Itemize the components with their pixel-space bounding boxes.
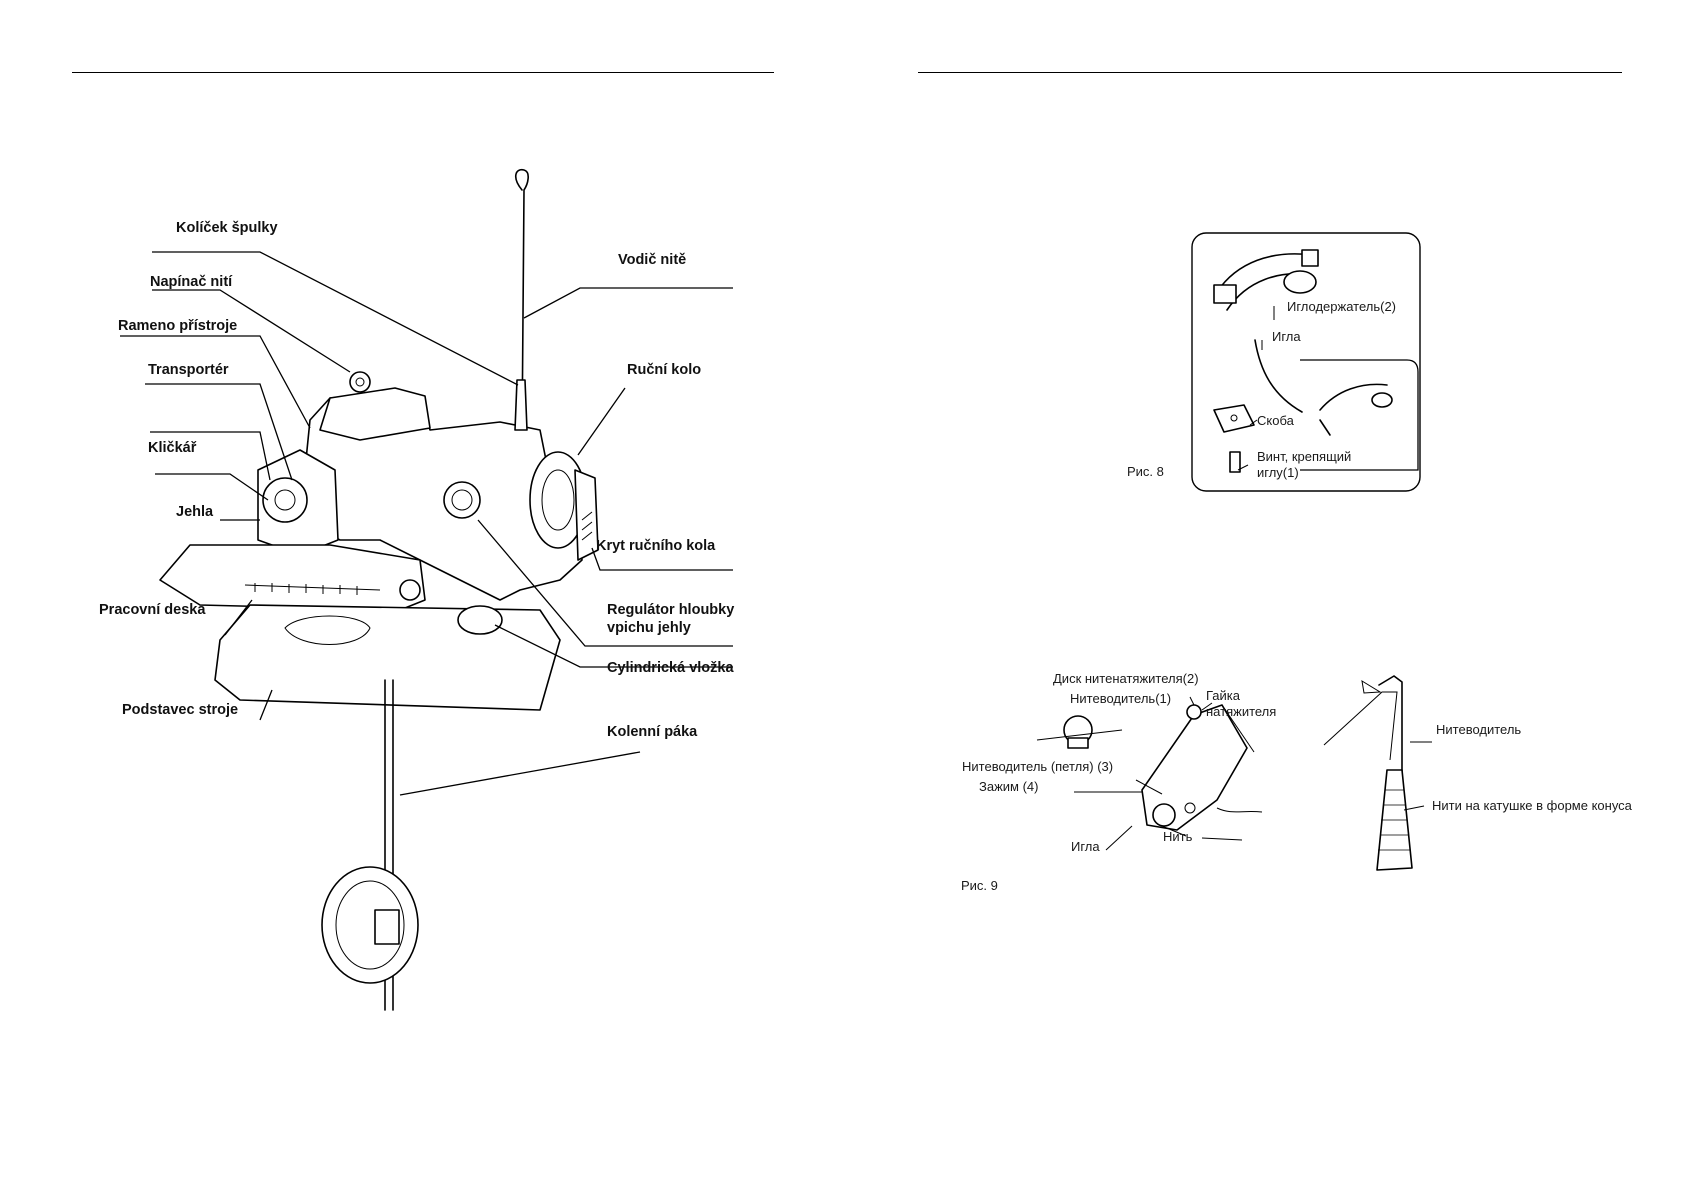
label-niti-na-katushke: Нити на катушке в форме конуса — [1432, 798, 1633, 813]
depth-dial — [443, 481, 481, 519]
label-igla-fig9: Игла — [1071, 839, 1100, 854]
label-rucni-kolo: Ruční kolo — [627, 362, 701, 378]
needle-holder — [1216, 253, 1313, 293]
label-vodic-nite: Vodič nitě — [618, 252, 686, 268]
label-napinac-niti: Napínač nití — [150, 274, 233, 290]
figure-9: Диск нитенатяжителя(2) Нитеводитель(1) Г… — [961, 671, 1633, 893]
figure-8: Иглодержатель(2) Игла Скоба Винт, крепящ… — [1127, 232, 1421, 492]
label-klickar: Kličkář — [148, 440, 197, 456]
label-regulator-line2: vpichu jehly — [607, 620, 691, 636]
label-igla-fig8: Игла — [1272, 329, 1301, 344]
label-gayka-line2: натяжителя — [1206, 704, 1276, 719]
label-kryt-rucniho-kola: Kryt ručního kola — [596, 538, 716, 554]
label-rameno-pristroje: Rameno přístroje — [118, 318, 237, 334]
header-rule — [72, 72, 774, 73]
scale-ticks — [254, 583, 358, 595]
label-pracovni-deska: Pracovní deska — [99, 602, 206, 618]
fig8-frame — [1191, 232, 1421, 492]
left-page: Kolíček špulky Napínač nití Rameno příst… — [72, 72, 774, 1011]
leader-lines — [120, 251, 733, 796]
label-kolicek-spulky: Kolíček špulky — [176, 220, 278, 236]
tension-disc — [349, 371, 371, 393]
label-transporter: Transportér — [148, 362, 229, 378]
bracket — [1213, 404, 1255, 433]
label-disk-natyazhitelya: Диск нитенатяжителя(2) — [1053, 671, 1199, 686]
label-igloderzhatel: Иглодержатель(2) — [1287, 299, 1396, 314]
spool-pin — [514, 379, 528, 431]
handwheel-cover — [574, 469, 599, 561]
needle-screw — [1229, 451, 1241, 473]
label-jehla: Jehla — [176, 504, 214, 520]
label-nitevoditel1: Нитеводитель(1) — [1070, 691, 1171, 706]
label-podstavec-stroje: Podstavec stroje — [122, 702, 238, 718]
fig9-thread-stand — [1378, 675, 1403, 791]
fig8-inset-frame — [1300, 359, 1419, 471]
arm-top — [319, 387, 431, 441]
label-nitevoditel-petlya: Нитеводитель (петля) (3) — [962, 759, 1113, 774]
cylinder-insert — [457, 605, 503, 635]
knee-pad-wheel — [321, 866, 419, 984]
needle — [1254, 339, 1303, 413]
label-kolenni-paka: Kolenní páka — [607, 724, 698, 740]
label-regulator-line1: Regulátor hloubky — [607, 602, 734, 618]
thread-stand-rod — [515, 168, 529, 441]
header-rule — [918, 72, 1622, 73]
label-zazhim: Зажим (4) — [979, 779, 1038, 794]
label-gayka-line1: Гайка — [1206, 688, 1241, 703]
work-plate — [159, 544, 426, 611]
right-diagrams: Иглодержатель(2) Игла Скоба Винт, крепящ… — [961, 232, 1633, 893]
machine-diagram: Kolíček špulky Napínač nití Rameno příst… — [99, 168, 734, 1011]
fig9-caption: Рис. 9 — [961, 878, 998, 893]
label-skoba: Скоба — [1257, 413, 1295, 428]
label-cylindricka-vlozka: Cylindrická vložka — [607, 660, 734, 676]
label-vint-line1: Винт, крепящий — [1257, 449, 1351, 464]
looper-wheel — [262, 477, 308, 523]
label-nitevoditel: Нитеводитель — [1436, 722, 1521, 737]
fig8-caption: Рис. 8 — [1127, 464, 1164, 479]
right-page: Иглодержатель(2) Игла Скоба Винт, крепящ… — [842, 0, 1684, 1191]
label-vint-line2: иглу(1) — [1257, 465, 1299, 480]
machine-base — [214, 604, 561, 711]
label-nit: Нить — [1163, 829, 1193, 844]
